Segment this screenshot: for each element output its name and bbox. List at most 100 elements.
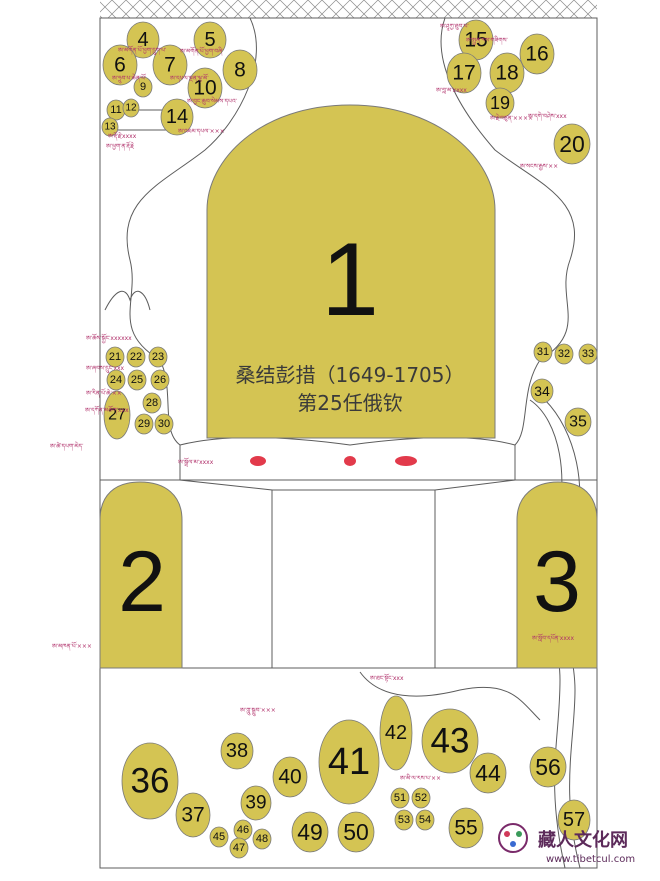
circle-number: 40 xyxy=(278,766,301,789)
tibetan-label: ཨ་སངས་རྒྱས་×× xyxy=(520,163,558,171)
circle-number: 30 xyxy=(158,418,170,430)
circle-number: 9 xyxy=(140,81,146,93)
numbered-circle: 42 xyxy=(379,695,413,771)
circle-number: 25 xyxy=(131,374,143,386)
numbered-circle: 14 xyxy=(160,98,194,136)
circle-number: 18 xyxy=(495,62,518,85)
circle-number: 33 xyxy=(582,348,594,360)
numbered-circle: 32 xyxy=(554,343,574,365)
circle-shape xyxy=(187,67,223,109)
circle-shape xyxy=(134,413,154,435)
tibetan-label: ཨ་དཀོན་མཆོག་xxx xyxy=(85,405,129,415)
circle-shape xyxy=(222,49,258,91)
circle-shape xyxy=(519,33,555,75)
tibetan-label: ཨ་ཀླུ་སྒྲུབ་××× xyxy=(240,707,276,717)
circle-number: 21 xyxy=(109,351,121,363)
circle-number: 38 xyxy=(226,740,248,762)
circle-number: 48 xyxy=(256,833,268,845)
circle-shape xyxy=(126,21,160,59)
watermark-url: www.tibetcul.com xyxy=(546,854,635,865)
main-panel-caption-name: 桑结彭措（1649-1705） xyxy=(235,363,464,387)
tibetan-label: ཨ་མཁན་པོ་××× xyxy=(52,641,92,651)
circle-shape xyxy=(220,732,254,770)
numbered-circle: 5 xyxy=(193,21,227,59)
watermark-title: 藏人文化网 xyxy=(538,829,628,851)
numbered-circle: 37 xyxy=(175,792,211,838)
circle-shape xyxy=(160,98,194,136)
watermark-logo-icon xyxy=(498,823,528,853)
tibetan-label: ཨ་སྒྲོལ་མ་xxxx xyxy=(178,457,214,467)
circle-number: 22 xyxy=(130,351,142,363)
tibetan-label: ཨ་བླ་མ་xxxx xyxy=(436,87,467,94)
circle-number: 29 xyxy=(138,418,150,430)
numbered-circle: 55 xyxy=(448,807,484,849)
circle-shape xyxy=(105,346,125,368)
circle-number: 17 xyxy=(452,62,475,85)
numbered-circle: 16 xyxy=(519,33,555,75)
circle-shape xyxy=(485,87,515,119)
side-panel-right-number: 3 xyxy=(533,534,581,630)
numbered-circle: 27 xyxy=(103,390,131,440)
numbered-circle: 20 xyxy=(553,123,591,165)
circle-number: 23 xyxy=(152,351,164,363)
circle-number: 54 xyxy=(419,814,431,826)
circle-shape xyxy=(272,756,308,798)
numbered-circle: 29 xyxy=(134,413,154,435)
circle-shape xyxy=(530,378,554,404)
circle-number: 14 xyxy=(166,106,188,128)
circle-shape xyxy=(553,123,591,165)
circle-number: 46 xyxy=(237,824,249,836)
circle-shape xyxy=(557,799,591,841)
numbered-circle: 39 xyxy=(240,785,272,821)
circle-shape xyxy=(152,44,188,86)
tibetan-label: ཨ་འཇམ་དཔལ་××× xyxy=(178,128,225,136)
numbered-circle: 43 xyxy=(421,708,479,774)
circle-shape xyxy=(103,390,131,440)
numbered-circle: 10 xyxy=(187,67,223,109)
circle-shape xyxy=(126,346,146,368)
circle-shape xyxy=(578,343,598,365)
numbered-circle: 44 xyxy=(469,752,507,794)
circle-shape xyxy=(240,785,272,821)
circle-shape xyxy=(106,369,126,391)
circle-number: 15 xyxy=(464,29,487,52)
tibetan-label: ཨ་རྡོ་རྗེ་xxxx xyxy=(108,131,137,141)
circle-shape xyxy=(101,117,119,137)
circle-shape xyxy=(150,369,170,391)
tibetan-label: ཨ་མགོན་པོ་ཕྱག་བཞི་ xyxy=(180,46,224,56)
circle-number: 5 xyxy=(204,29,215,51)
tibetan-label: ཨ་ཞབས་དྲུང་xxx xyxy=(86,365,125,373)
numbered-circle: 8 xyxy=(222,49,258,91)
side-panel-right xyxy=(516,481,598,669)
numbered-circle: 7 xyxy=(152,44,188,86)
numbered-circle: 51 xyxy=(390,787,410,809)
lattice-border xyxy=(100,0,597,18)
circle-number: 44 xyxy=(475,760,501,786)
watermark: 藏人文化网 www.tibetcul.com xyxy=(498,823,635,865)
circle-shape xyxy=(148,346,168,368)
circle-shape xyxy=(175,792,211,838)
tibetan-label: ཨ་རྗེ་བཙུན་×××× xyxy=(490,113,533,123)
tibetan-label: ཨ་དགེ་བཤེས་xxx xyxy=(528,111,567,121)
tibetan-label: ཨ་མི་ལ་རས་པ་×× xyxy=(400,773,441,782)
circle-number: 37 xyxy=(181,804,204,827)
circle-shape xyxy=(337,811,375,853)
numbered-circle: 13 xyxy=(101,117,119,137)
numbered-circle: 33 xyxy=(578,343,598,365)
numbered-circle: 38 xyxy=(220,732,254,770)
circle-number: 49 xyxy=(297,819,323,845)
circle-number: 24 xyxy=(110,374,122,386)
numbered-circle: 50 xyxy=(337,811,375,853)
circle-number: 10 xyxy=(193,77,216,100)
circle-shape xyxy=(127,369,147,391)
circle-number: 16 xyxy=(525,43,548,66)
numbered-circle: 19 xyxy=(485,87,515,119)
circle-shape xyxy=(252,828,272,850)
numbered-circle: 26 xyxy=(150,369,170,391)
circle-number: 11 xyxy=(110,104,121,116)
numbered-circle: 6 xyxy=(102,44,138,86)
circle-number: 20 xyxy=(559,131,585,157)
circle-shape xyxy=(411,787,431,809)
